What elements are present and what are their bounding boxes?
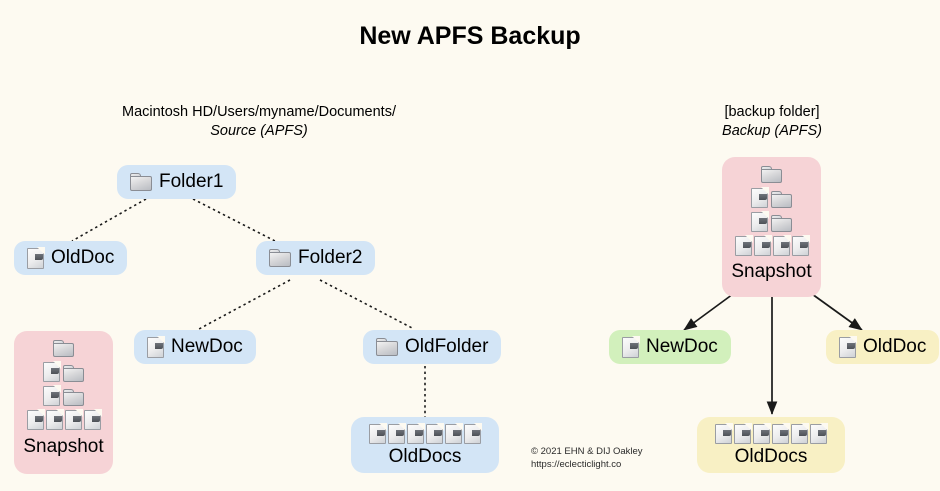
node-newdoc-source[interactable]: NewDoc (134, 330, 256, 364)
node-olddoc-source-label: OldDoc (51, 247, 115, 268)
document-icon (772, 235, 791, 256)
document-icon (791, 235, 810, 256)
node-oldfolder[interactable]: OldFolder (363, 330, 502, 364)
snapshot-backup-contents (734, 166, 810, 256)
group-olddocs-source-label: OldDocs (388, 446, 462, 467)
document-icon (753, 423, 771, 444)
edge-folder2-newdoc (198, 279, 291, 330)
group-snapshot-source-label: Snapshot (23, 436, 104, 457)
source-caption: Macintosh HD/Users/myname/Documents/ Sou… (78, 103, 440, 141)
node-olddoc-source[interactable]: OldDoc (14, 241, 128, 275)
document-icon (753, 235, 772, 256)
document-icon (464, 423, 482, 444)
document-icon (445, 423, 463, 444)
snapshot-row-3 (751, 211, 792, 232)
document-icon (426, 423, 444, 444)
group-olddocs-backup[interactable]: OldDocs (697, 417, 845, 473)
document-icon (27, 246, 45, 269)
olddocs-source-contents (369, 423, 482, 444)
node-oldfolder-label: OldFolder (405, 336, 489, 357)
arrow-snapshot-olddoc (811, 293, 863, 331)
group-olddocs-backup-label: OldDocs (734, 446, 808, 467)
snapshot-row-4 (734, 235, 810, 256)
node-newdoc-backup-label: NewDoc (646, 336, 718, 357)
document-icon (751, 187, 769, 208)
source-caption-volume: Source (APFS) (210, 123, 308, 139)
node-folder1[interactable]: Folder1 (117, 165, 237, 199)
folder-icon (53, 340, 74, 357)
snapshot-row-2 (43, 361, 84, 382)
document-icon (751, 211, 769, 232)
document-icon (45, 409, 64, 430)
snapshot-row-3 (43, 385, 84, 406)
backup-caption-path: [backup folder] (724, 104, 820, 120)
group-snapshot-backup-label: Snapshot (731, 261, 812, 282)
edge-folder1-olddoc (71, 198, 147, 242)
document-icon (43, 361, 61, 382)
node-folder1-label: Folder1 (159, 171, 224, 192)
document-icon (83, 409, 102, 430)
group-snapshot-source[interactable]: Snapshot (14, 331, 113, 474)
group-olddocs-source[interactable]: OldDocs (351, 417, 499, 473)
snapshot-row-1 (53, 340, 74, 357)
folder-icon (63, 365, 84, 382)
snapshot-row-1 (761, 166, 782, 183)
backup-caption: [backup folder] Backup (APFS) (672, 103, 872, 141)
document-icon (622, 335, 640, 358)
node-newdoc-backup[interactable]: NewDoc (609, 330, 731, 364)
node-olddoc-backup[interactable]: OldDoc (826, 330, 940, 364)
backup-caption-volume: Backup (APFS) (722, 123, 822, 139)
document-icon (64, 409, 83, 430)
folder-icon (376, 338, 398, 356)
credit-copyright: © 2021 EHN & DIJ Oakley (531, 446, 643, 457)
folder-icon (63, 389, 84, 406)
node-folder2-label: Folder2 (298, 247, 363, 268)
page-title: New APFS Backup (359, 22, 581, 50)
document-icon (772, 423, 790, 444)
node-olddoc-backup-label: OldDoc (863, 336, 927, 357)
credit-url: https://eclecticlight.co (531, 459, 622, 470)
edge-folder2-oldfolder (319, 279, 415, 330)
document-icon (388, 423, 406, 444)
group-snapshot-backup[interactable]: Snapshot (722, 157, 821, 297)
snapshot-source-contents (26, 340, 102, 430)
folder-icon (761, 166, 782, 183)
arrow-snapshot-newdoc (683, 293, 734, 331)
document-icon (791, 423, 809, 444)
document-icon (734, 423, 752, 444)
document-icon (407, 423, 425, 444)
document-icon (715, 423, 733, 444)
document-icon (26, 409, 45, 430)
snapshot-row-2 (751, 187, 792, 208)
olddocs-backup-contents (715, 423, 828, 444)
source-caption-path: Macintosh HD/Users/myname/Documents/ (122, 104, 396, 120)
folder-icon (771, 191, 792, 208)
edge-folder1-folder2 (192, 198, 276, 242)
document-icon (734, 235, 753, 256)
node-folder2[interactable]: Folder2 (256, 241, 376, 275)
folder-icon (771, 215, 792, 232)
folder-icon (130, 173, 152, 191)
document-icon (147, 335, 165, 358)
credit-block: © 2021 EHN & DIJ Oakley https://eclectic… (531, 445, 643, 471)
snapshot-row-4 (26, 409, 102, 430)
node-newdoc-source-label: NewDoc (171, 336, 243, 357)
folder-icon (269, 249, 291, 267)
document-icon (369, 423, 387, 444)
document-icon (43, 385, 61, 406)
document-icon (810, 423, 828, 444)
document-icon (839, 335, 857, 358)
